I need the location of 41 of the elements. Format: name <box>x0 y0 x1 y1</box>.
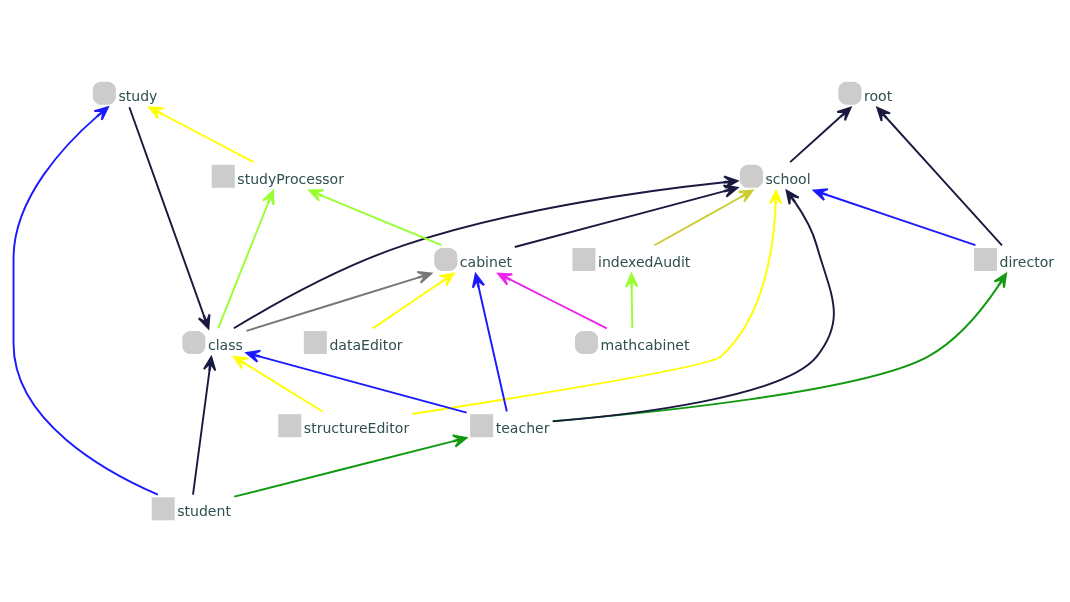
arrow <box>233 355 324 413</box>
arrow <box>128 106 211 330</box>
arrow <box>411 189 783 415</box>
arrow <box>192 356 217 496</box>
node-label: class <box>207 336 243 353</box>
node-box <box>278 414 302 438</box>
arrow <box>653 189 754 247</box>
node-label: root <box>863 87 893 104</box>
node-label: teacher <box>495 420 550 437</box>
arrow <box>371 272 455 330</box>
arrow <box>789 106 852 164</box>
arrow <box>471 273 508 413</box>
arrow <box>812 188 977 247</box>
node-box <box>973 247 997 271</box>
arrow <box>497 272 608 330</box>
node-label: cabinet <box>459 253 513 270</box>
arrow <box>876 106 1003 247</box>
node-label: director <box>999 253 1055 270</box>
node-box <box>303 331 327 355</box>
node-box <box>572 247 596 271</box>
arrow <box>12 106 159 496</box>
arrow <box>551 189 835 423</box>
arrow <box>513 184 739 248</box>
arrow <box>217 189 275 330</box>
arrow <box>245 349 468 414</box>
node-label: school <box>765 170 811 187</box>
arrow <box>148 106 255 164</box>
arrow <box>233 434 468 498</box>
node-label: indexedAudit <box>597 253 691 270</box>
node-box <box>470 414 494 438</box>
node-label: structureEditor <box>303 420 410 437</box>
node-box <box>151 497 175 521</box>
node-box <box>211 164 235 188</box>
arrow <box>245 270 433 332</box>
node-label: studyProcessor <box>237 170 344 187</box>
node-label: student <box>177 503 231 520</box>
node-label: dataEditor <box>329 336 403 353</box>
arrow <box>308 189 443 247</box>
node-label: study <box>118 87 158 104</box>
node-label: mathcabinet <box>600 336 690 353</box>
arrow <box>624 272 639 330</box>
